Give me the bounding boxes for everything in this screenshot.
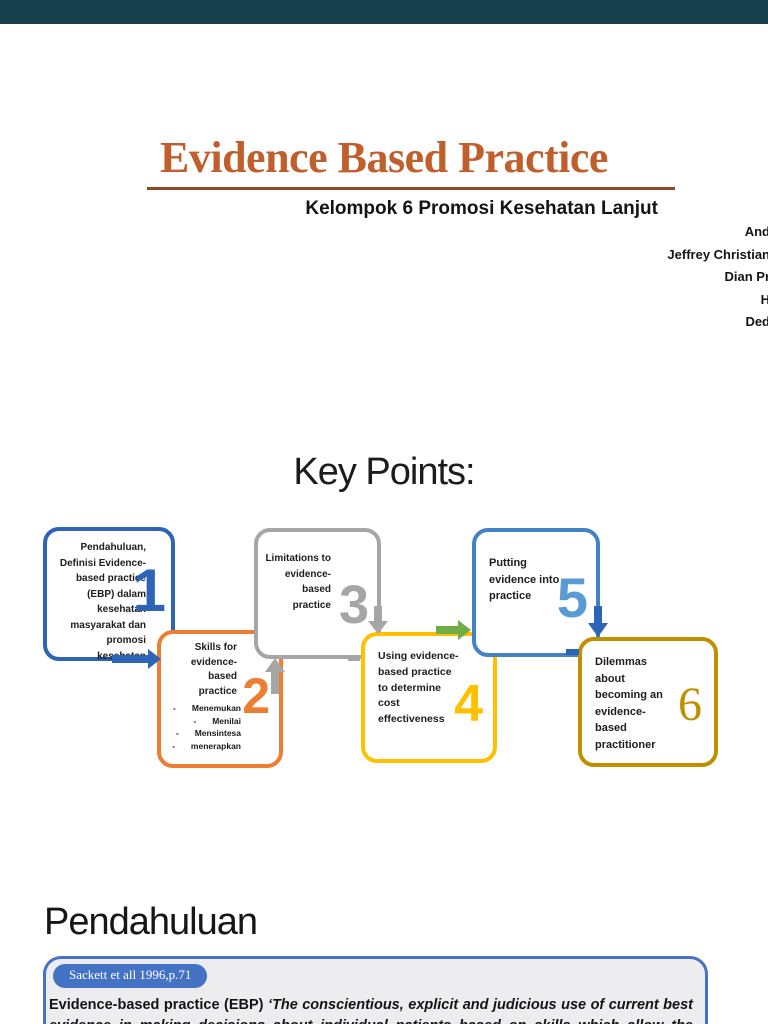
bullet-text: Menilai (212, 715, 241, 726)
list-item: - menerapkan (161, 740, 241, 753)
key-point-number-1: 1 (132, 557, 166, 624)
key-point-text-4: Using evidence-based practice to determi… (378, 650, 459, 725)
key-point-text-5: Putting evidence into practice (489, 557, 560, 602)
key-point-box-4: Using evidence-based practice to determi… (361, 632, 497, 763)
viewer-top-bar (0, 0, 768, 24)
list-item: - Menilai (161, 715, 241, 728)
ebp-definition-paragraph: Evidence-based practice (EBP) ‘The consc… (49, 995, 693, 1024)
author-name: Dian Pr (724, 269, 768, 284)
title-underline (147, 187, 675, 190)
definition-quote: ‘The conscientious, explicit and judicio… (49, 997, 693, 1024)
list-item: - Mensintesa (161, 727, 241, 740)
bullet-dash-icon: - (173, 703, 176, 713)
bullet-dash-icon: - (175, 728, 179, 738)
key-point-number-4: 4 (454, 675, 483, 733)
key-point-text-2: Skills for evidence-based practice (190, 642, 237, 697)
key-points-heading: Key Points: (293, 451, 475, 493)
bullet-text: menerapkan (190, 740, 241, 751)
key-point-text-3: Limitations to evidence-based practice (265, 553, 331, 611)
key-point-box-2: Skills for evidence-based practice - Mene… (157, 630, 283, 768)
bullet-text: Menemukan (191, 703, 241, 713)
citation-badge: Sackett et all 1996,p.71 (53, 964, 208, 988)
list-item: - Menemukan (161, 702, 241, 715)
key-point-number-3: 3 (338, 575, 369, 635)
key-point-text-6: Dilemmas about becoming an evidence-base… (595, 656, 663, 751)
bullet-dash-icon: - (193, 715, 197, 726)
definition-lead: Evidence-based practice (EBP) (49, 997, 268, 1013)
author-name: H (760, 291, 768, 307)
author-name: Ded (745, 314, 768, 329)
slide1-subtitle: Kelompok 6 Promosi Kesehatan Lanjut (305, 198, 658, 219)
author-name: And (744, 224, 768, 239)
bullet-text: Mensintesa (194, 728, 241, 738)
key-point-box-5: Putting evidence into practice 5 (472, 528, 600, 657)
key-point-number-6: 6 (678, 678, 702, 731)
key-point-number-5: 5 (556, 566, 588, 629)
key-point-box-6: Dilemmas about becoming an evidence-base… (578, 637, 718, 767)
slide1-title: Evidence Based Practice (160, 133, 608, 182)
author-list: And Jeffrey Christian Dian Pr H Ded (667, 221, 768, 334)
key-point-box-1: Pendahuluan, Definisi Evidence-based pra… (43, 527, 175, 662)
key-point-box-3: Limitations to evidence-based practice 3 (254, 528, 381, 659)
author-name: Jeffrey Christian (667, 246, 768, 262)
skills-bullet-list: - Menemukan - Menilai - Mensintesa - menerap… (161, 702, 279, 752)
key-point-number-2: 2 (242, 668, 270, 724)
bullet-dash-icon: - (172, 740, 175, 751)
pendahuluan-heading: Pendahuluan (44, 901, 258, 943)
